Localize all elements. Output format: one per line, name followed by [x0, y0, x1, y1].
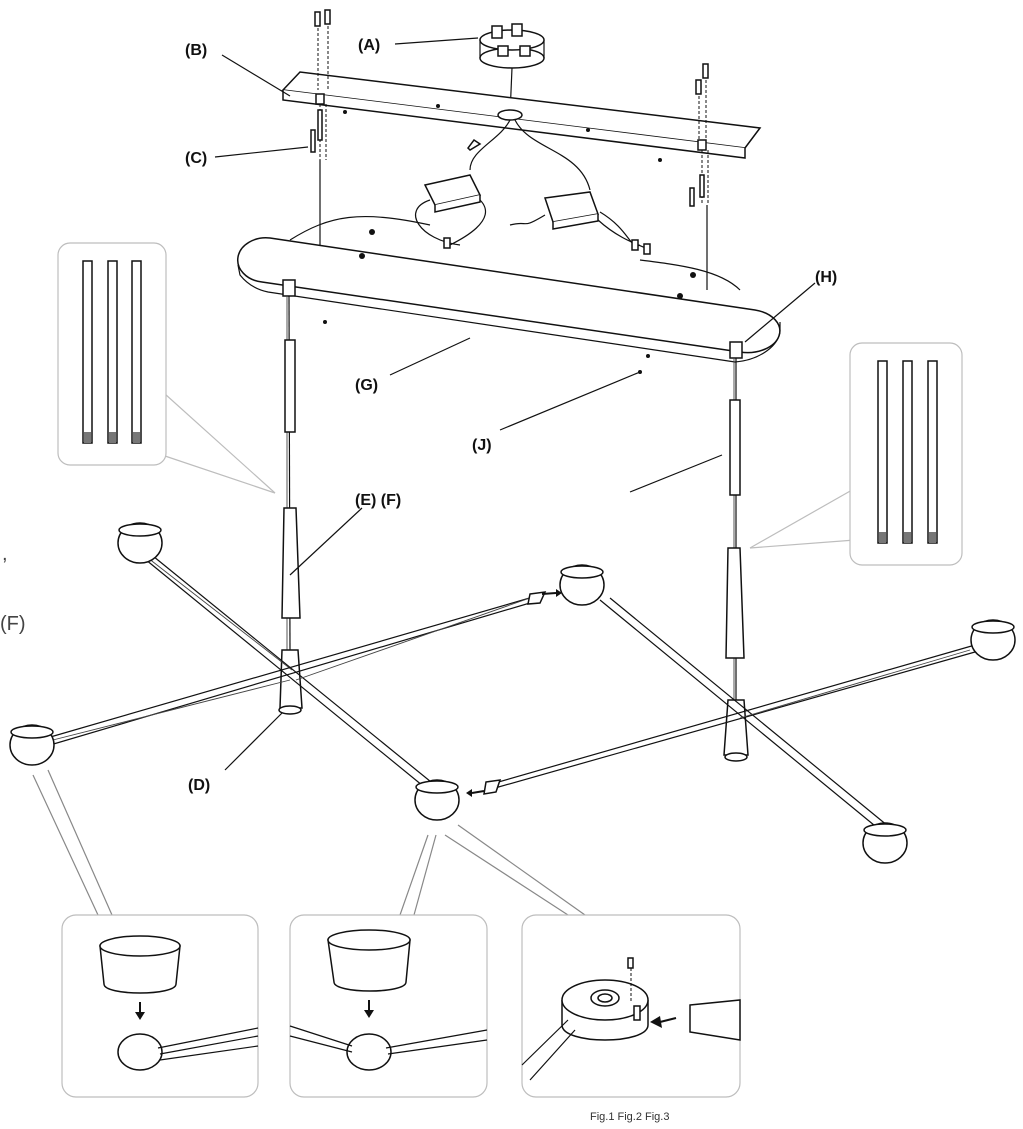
label-c: (C) [185, 150, 207, 167]
label-h: (H) [815, 269, 837, 286]
label-comma-edge: , [2, 543, 8, 565]
detail-fig3 [444, 824, 741, 1098]
mounting-bracket-b [281, 71, 762, 162]
rods-callout-right [749, 342, 963, 566]
label-g: (G) [355, 377, 378, 394]
leader-c [214, 146, 309, 158]
leader-b [221, 54, 291, 97]
left-fixture [9, 522, 605, 821]
label-a: (A) [358, 37, 380, 54]
leader-j [499, 371, 641, 431]
led-drivers [289, 119, 741, 291]
leader-ef [289, 507, 363, 576]
leader-stand [629, 454, 723, 493]
figure-caption: Fig.1 Fig.2 Fig.3 [590, 1111, 669, 1123]
label-ef: (E) (F) [355, 492, 401, 509]
label-b: (B) [185, 42, 207, 59]
hanging-bolts-c [310, 104, 709, 290]
rods-callout-left [57, 242, 276, 494]
leader-a [394, 37, 479, 45]
detail-fig2 [289, 834, 488, 1098]
suspension-rods [281, 295, 745, 705]
right-fixture [483, 597, 1016, 864]
label-j: (J) [472, 437, 492, 454]
leader-g [389, 337, 471, 376]
label-f-edge: (F) [0, 613, 26, 635]
label-d: (D) [188, 777, 210, 794]
bracket-screws [314, 9, 709, 151]
junction-box-a [479, 23, 545, 116]
leader-h [744, 282, 816, 343]
detail-fig1 [32, 769, 259, 1098]
canopy-plate-g [237, 229, 781, 374]
leader-d [224, 712, 283, 771]
